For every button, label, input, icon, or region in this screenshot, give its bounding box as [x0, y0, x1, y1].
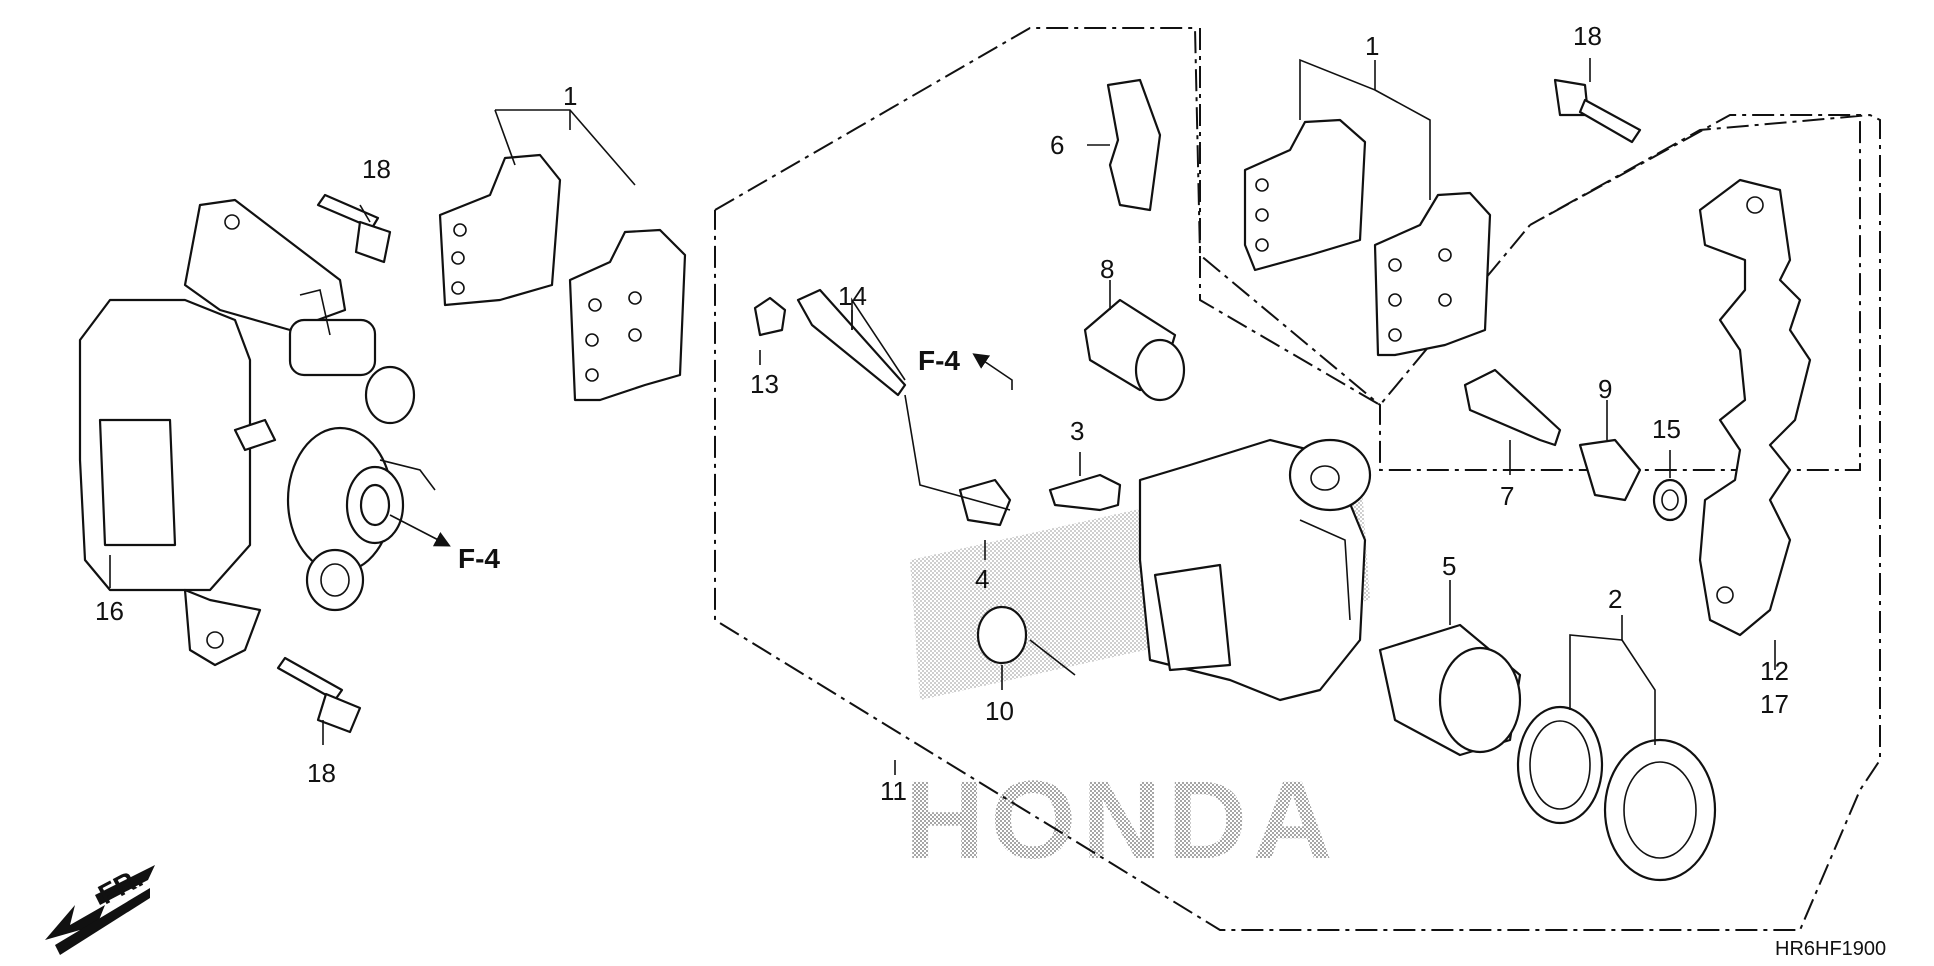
callout-13: 13 — [750, 369, 779, 399]
pad-set-outline — [1199, 28, 1531, 407]
ref-label-center: F-4 — [918, 345, 960, 376]
callout-7: 7 — [1500, 481, 1514, 511]
ref-label-left: F-4 — [458, 543, 500, 574]
callout-18-upper-right: 18 — [1573, 21, 1602, 51]
pin-dust-seal — [976, 605, 1028, 665]
slide-pin-right — [1463, 368, 1562, 447]
piston-seal — [1516, 705, 1604, 825]
callout-9: 9 — [1598, 374, 1612, 404]
callout-10: 10 — [985, 696, 1014, 726]
callout-11: 11 — [880, 776, 907, 806]
callout-8: 8 — [1100, 254, 1114, 284]
callout-18-upper-left: 18 — [362, 154, 391, 184]
caliper-slide-pin — [796, 288, 907, 397]
seal-washer — [1652, 478, 1688, 522]
leader-lines — [109, 58, 1776, 775]
watermark-text: HONDA — [905, 759, 1338, 882]
center-caliper-body — [1138, 438, 1372, 702]
callout-17: 17 — [1760, 689, 1789, 719]
caliper-piston — [1378, 623, 1522, 757]
front-direction-arrow — [45, 865, 155, 955]
brake-pad-left-front — [438, 153, 562, 307]
caliper-bracket — [1698, 178, 1812, 637]
pad-spring-clip — [1106, 78, 1162, 212]
brake-pad-left-rear — [568, 228, 687, 402]
slide-pin-boot — [1578, 438, 1642, 502]
callout-4: 4 — [975, 564, 989, 594]
callout-15: 15 — [1652, 414, 1681, 444]
flange-bolt-upper-right — [1553, 78, 1642, 144]
brake-pad-right-front — [1243, 118, 1367, 272]
ref-arrow-left — [389, 514, 451, 547]
callout-1-right: 1 — [1365, 31, 1379, 61]
callout-18-lower-left: 18 — [307, 758, 336, 788]
caliper-pin-boot — [1083, 298, 1186, 402]
flange-bolt-lower-left — [276, 656, 362, 734]
callout-3: 3 — [1070, 416, 1084, 446]
flange-bolt-upper-left — [316, 193, 392, 264]
bleed-valve — [1048, 473, 1122, 512]
callout-12: 12 — [1760, 656, 1789, 686]
callout-6: 6 — [1050, 130, 1064, 160]
left-caliper-assembly — [78, 198, 436, 667]
pin-cap — [753, 296, 787, 337]
callout-16: 16 — [95, 596, 124, 626]
callout-14: 14 — [838, 281, 867, 311]
brake-pad-right-rear — [1373, 191, 1492, 357]
ref-arrow-center — [972, 353, 1013, 390]
callout-5: 5 — [1442, 551, 1456, 581]
dust-seal — [1603, 738, 1717, 882]
diagram-code: HR6HF1900 — [1775, 938, 1886, 960]
callout-2: 2 — [1608, 584, 1622, 614]
callout-1-left: 1 — [563, 81, 577, 111]
